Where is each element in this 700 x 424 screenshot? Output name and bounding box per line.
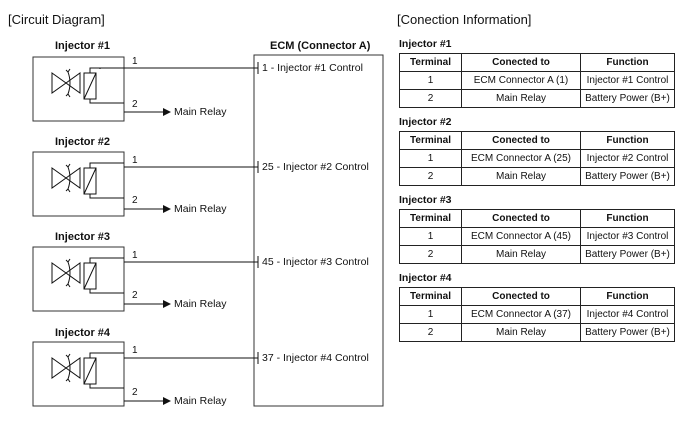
connection-table-4: Terminal Conected to Function 1 ECM Conn… xyxy=(399,287,675,342)
cell-terminal: 2 xyxy=(399,245,462,264)
header-function: Function xyxy=(580,131,675,150)
table-row: 2 Main Relay Battery Power (B+) xyxy=(399,245,675,264)
cell-terminal: 1 xyxy=(399,227,462,246)
header-terminal: Terminal xyxy=(399,209,462,228)
injector-1-symbol xyxy=(32,56,125,122)
circuit-diagram xyxy=(32,54,384,407)
injector-4-pin1: 1 xyxy=(132,345,138,356)
connection-table-2: Terminal Conected to Function 1 ECM Conn… xyxy=(399,131,675,186)
cell-function: Injector #4 Control xyxy=(580,305,675,324)
header-terminal: Terminal xyxy=(399,287,462,306)
ecm-title: ECM (Connector A) xyxy=(270,40,371,52)
cell-terminal: 2 xyxy=(399,323,462,342)
cell-terminal: 1 xyxy=(399,71,462,90)
table-row: 1 ECM Connector A (1) Injector #1 Contro… xyxy=(399,71,675,90)
cell-connected-to: Main Relay xyxy=(461,323,581,342)
injector-3-relay-label: Main Relay xyxy=(174,298,227,310)
injector-3-title: Injector #3 xyxy=(55,231,111,243)
cell-terminal: 1 xyxy=(399,149,462,168)
injector-3-symbol xyxy=(32,246,125,312)
ecm-pin-1-label: 1 - Injector #1 Control xyxy=(262,62,363,74)
cell-connected-to: ECM Connector A (37) xyxy=(461,305,581,324)
injector-1-pin1: 1 xyxy=(132,56,138,67)
ecm-pin-25-label: 25 - Injector #2 Control xyxy=(262,161,369,173)
injector-2-symbol xyxy=(32,151,125,217)
cell-function: Battery Power (B+) xyxy=(580,89,675,108)
cell-function: Injector #3 Control xyxy=(580,227,675,246)
cell-terminal: 2 xyxy=(399,89,462,108)
injector-3-pin2: 2 xyxy=(132,290,138,301)
ecm-connector-box xyxy=(253,54,384,407)
injector-2-pin2: 2 xyxy=(132,195,138,206)
connection-table-1-title: Injector #1 xyxy=(399,38,452,50)
header-connected-to: Conected to xyxy=(461,53,581,72)
table-row: 2 Main Relay Battery Power (B+) xyxy=(399,323,675,342)
injector-1-relay-label: Main Relay xyxy=(174,106,227,118)
circuit-diagram-title: [Circuit Diagram] xyxy=(8,12,105,27)
table-row: 2 Main Relay Battery Power (B+) xyxy=(399,89,675,108)
injector-1-pin2: 2 xyxy=(132,99,138,110)
header-terminal: Terminal xyxy=(399,53,462,72)
cell-connected-to: Main Relay xyxy=(461,89,581,108)
table-row: 1 ECM Connector A (25) Injector #2 Contr… xyxy=(399,149,675,168)
cell-function: Battery Power (B+) xyxy=(580,167,675,186)
cell-terminal: 2 xyxy=(399,167,462,186)
cell-connected-to: ECM Connector A (25) xyxy=(461,149,581,168)
injector-4-pin2: 2 xyxy=(132,387,138,398)
header-function: Function xyxy=(580,209,675,228)
injector-3-pin1: 1 xyxy=(132,250,138,261)
header-connected-to: Conected to xyxy=(461,209,581,228)
cell-function: Battery Power (B+) xyxy=(580,323,675,342)
cell-function: Injector #1 Control xyxy=(580,71,675,90)
table-row: 2 Main Relay Battery Power (B+) xyxy=(399,167,675,186)
injector-4-relay-label: Main Relay xyxy=(174,395,227,407)
cell-connected-to: ECM Connector A (1) xyxy=(461,71,581,90)
ecm-pin-37-label: 37 - Injector #4 Control xyxy=(262,352,369,364)
connection-table-2-title: Injector #2 xyxy=(399,116,452,128)
injector-4-title: Injector #4 xyxy=(55,327,111,339)
cell-connected-to: Main Relay xyxy=(461,167,581,186)
header-function: Function xyxy=(580,287,675,306)
connection-table-3: Terminal Conected to Function 1 ECM Conn… xyxy=(399,209,675,264)
table-row: 1 ECM Connector A (45) Injector #3 Contr… xyxy=(399,227,675,246)
connection-table-1: Terminal Conected to Function 1 ECM Conn… xyxy=(399,53,675,108)
table-row: 1 ECM Connector A (37) Injector #4 Contr… xyxy=(399,305,675,324)
connection-table-3-title: Injector #3 xyxy=(399,194,452,206)
cell-terminal: 1 xyxy=(399,305,462,324)
connection-table-4-title: Injector #4 xyxy=(399,272,452,284)
injector-4-symbol xyxy=(32,341,125,407)
injector-2-title: Injector #2 xyxy=(55,136,111,148)
injector-1-title: Injector #1 xyxy=(55,40,111,52)
cell-function: Injector #2 Control xyxy=(580,149,675,168)
cell-function: Battery Power (B+) xyxy=(580,245,675,264)
ecm-pin-45-label: 45 - Injector #3 Control xyxy=(262,256,369,268)
cell-connected-to: ECM Connector A (45) xyxy=(461,227,581,246)
cell-connected-to: Main Relay xyxy=(461,245,581,264)
header-connected-to: Conected to xyxy=(461,287,581,306)
header-connected-to: Conected to xyxy=(461,131,581,150)
injector-2-pin1: 1 xyxy=(132,155,138,166)
header-function: Function xyxy=(580,53,675,72)
injector-2-relay-label: Main Relay xyxy=(174,203,227,215)
header-terminal: Terminal xyxy=(399,131,462,150)
connection-info-title: [Conection Information] xyxy=(397,12,532,27)
